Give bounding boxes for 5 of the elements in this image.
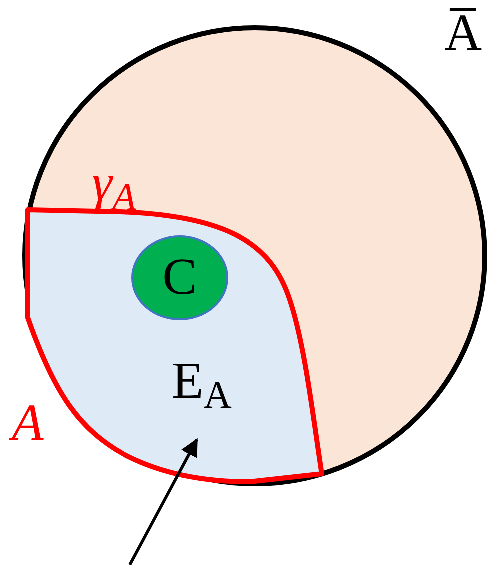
region-label: A̅ [444,4,482,64]
curve-label: γ$_{A}$ [92,158,136,210]
region-label: E$_{A}$ [172,356,232,408]
set-label: C [162,252,198,304]
arrow [128,438,198,566]
